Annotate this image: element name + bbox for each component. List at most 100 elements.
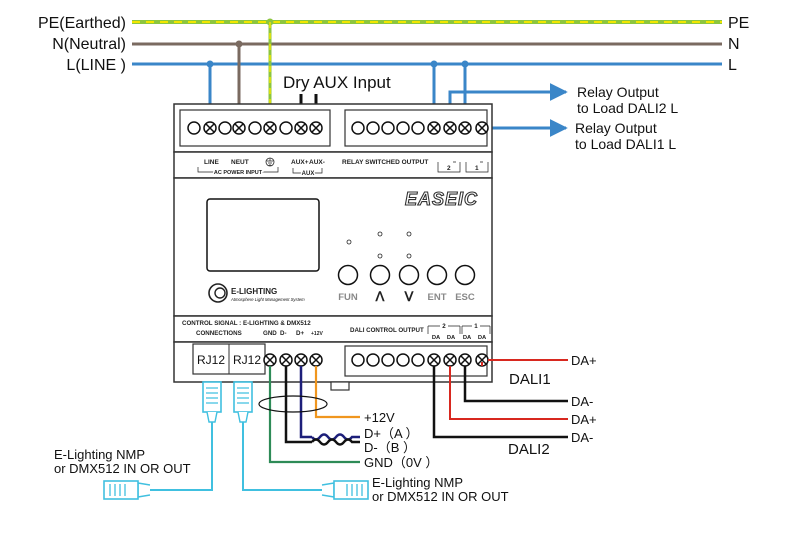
top-label-aux-minus: AUX- [309, 159, 325, 166]
neutral-short-label: N [728, 36, 740, 53]
dali2-minus-wire [432, 366, 568, 439]
rj12-plug-body [202, 381, 222, 413]
rj12-plug-boot [237, 411, 249, 423]
relay-output-dali1-line1: Relay Output [575, 120, 657, 136]
led-indicator [377, 253, 383, 259]
pe-label: PE(Earthed) [38, 15, 126, 32]
bottom-label-strip [173, 315, 493, 343]
rj12-plug-boot [321, 482, 335, 498]
top-label-relay-switched-output: RELAY SWITCHED OUTPUT [342, 159, 428, 166]
bottom-label-da: DA [478, 335, 487, 341]
rj12-plug-boot [206, 411, 218, 423]
led-indicator [377, 231, 383, 237]
top-label-neut: NEUT [231, 159, 249, 166]
rj12-plug-body [333, 480, 369, 500]
relay2-bracket [437, 161, 461, 173]
terminal-screw [396, 353, 410, 367]
esc-button-cap[interactable] [454, 264, 476, 286]
fun-button-cap[interactable] [337, 264, 359, 286]
dali2-label: DALI2 [508, 441, 550, 458]
gnd-label: GND（0V ） [364, 455, 438, 470]
up-button-cap[interactable] [369, 264, 391, 286]
terminal-screw [396, 121, 410, 135]
bottom-terminals [263, 353, 489, 367]
dali1-minus-label: DA- [571, 394, 593, 409]
bottom-label-d-minus: D- [280, 330, 287, 337]
terminal-relay1-out-screw-icon [477, 123, 487, 133]
aux-bracket [292, 168, 323, 174]
terminal-screw [366, 353, 380, 367]
down-button-cap[interactable] [398, 264, 420, 286]
top-label-ac-power-input: AC POWER INPUT [214, 170, 263, 176]
rj12-plug-right-end [321, 480, 369, 500]
bottom-label-control-signal: CONTROL SIGNAL : E-LIGHTING & DMX512 [182, 320, 311, 327]
nmp-right-line2: or DMX512 IN OR OUT [372, 489, 509, 504]
earth-symbol-lines [267, 158, 273, 166]
line-short-label: L [728, 57, 737, 74]
terminal-screw [366, 121, 380, 135]
dali1-label: DALI1 [509, 371, 551, 388]
ac-power-bracket [197, 167, 279, 173]
rj12-plug-contacts [237, 387, 249, 404]
bottom-label-da: DA [463, 335, 472, 341]
bottom-label-da: DA [432, 335, 441, 341]
rj12-cable-left [150, 422, 213, 491]
d-plus-label: D+（A ） [364, 426, 419, 441]
top-label-relay-2: 2 [447, 165, 451, 172]
dali-ch2-bracket [427, 325, 461, 334]
din-clip [330, 381, 350, 391]
nmp-left-line2: or DMX512 IN OR OUT [54, 461, 191, 476]
bottom-label-da: DA [447, 335, 456, 341]
dali1-minus-wire [463, 366, 568, 403]
terminal-aux-plus-screw-icon [296, 123, 306, 133]
ent-button-label: ENT [428, 292, 447, 303]
dali2-plus-wire [449, 366, 568, 420]
terminal-screw [279, 121, 293, 135]
top-label-relay-1: 1 [475, 165, 479, 172]
esc-button[interactable]: ESC [454, 264, 476, 304]
terminal-screw [381, 121, 395, 135]
bottom-label-gnd: GND [263, 330, 277, 337]
dali-ch1-bracket [461, 325, 491, 334]
up-arrow-icon: ᐱ [375, 289, 386, 304]
terminal-dali2-minus-screw-icon [429, 355, 439, 365]
bottom-label-ch2: 2 [442, 323, 446, 330]
e-lighting-logo: E-LIGHTING Atmosphere Light Management S… [208, 283, 305, 303]
fun-button-label: FUN [338, 292, 358, 303]
up-button[interactable]: ᐱ [369, 264, 391, 305]
relay-output-dali2-line1: Relay Output [577, 84, 659, 100]
e-lighting-swirl-icon [208, 283, 228, 303]
cable-bundle-ring [258, 395, 328, 413]
ent-button[interactable]: ENT [426, 264, 448, 304]
rj12-plug-contacts [346, 484, 363, 496]
rj12-plug-body [233, 381, 253, 413]
fun-button[interactable]: FUN [337, 264, 359, 304]
led-indicator [406, 253, 412, 259]
dali2-minus-label: DA- [571, 430, 593, 445]
esc-button-label: ESC [455, 292, 475, 303]
down-button[interactable]: ᐯ [398, 264, 420, 305]
rj12-cable-right [242, 422, 322, 491]
bottom-label-dali-control-output: DALI CONTROL OUTPUT [350, 327, 424, 334]
led-indicator [406, 231, 412, 237]
e-lighting-swirl-inner [214, 287, 226, 299]
terminal-screw [411, 353, 425, 367]
terminal-dali1-plus-screw-icon [477, 355, 487, 365]
dali2-plus-label: DA+ [571, 412, 597, 427]
terminal-screw [351, 353, 365, 367]
rj12-plug-left-end [103, 480, 151, 500]
terminal-relay2-in-screw-icon [429, 123, 439, 133]
nmp-right-line1: E-Lighting NMP [372, 475, 463, 490]
terminal-dali1-minus-screw-icon [460, 355, 470, 365]
bottom-label-ch1: 1 [474, 323, 478, 330]
ent-button-cap[interactable] [426, 264, 448, 286]
terminal-gnd-screw-icon [265, 355, 275, 365]
nmp-left-line1: E-Lighting NMP [54, 447, 145, 462]
terminal-earth-screw-icon [265, 123, 275, 133]
relay1-bracket [465, 161, 489, 173]
brand-logo: EASEIC [405, 189, 478, 209]
rj12-plug-contacts [109, 484, 126, 496]
top-label-line: LINE [204, 159, 219, 166]
neutral-label: N(Neutral) [52, 36, 126, 53]
terminal-relay1-in-screw-icon [460, 123, 470, 133]
